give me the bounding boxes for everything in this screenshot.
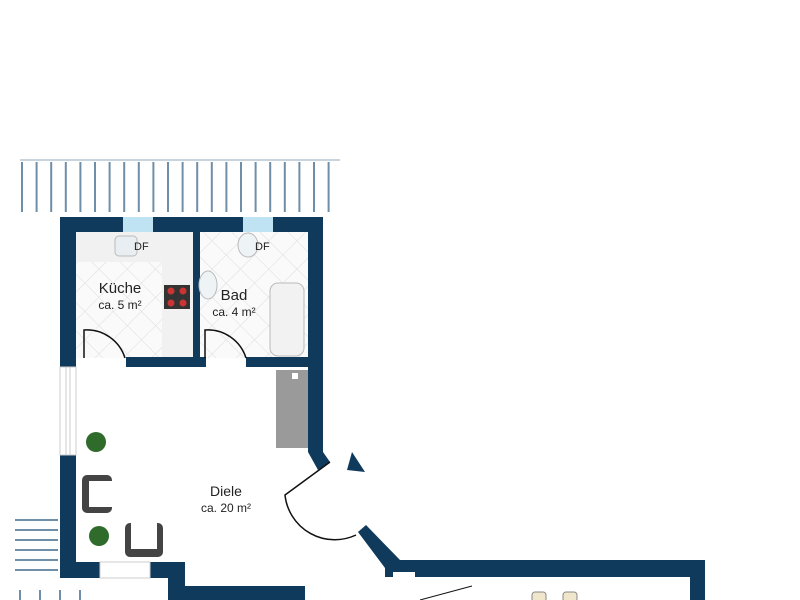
wardrobe [276,370,308,448]
toilet-icon [237,232,259,258]
armchair-icon [82,475,163,557]
chairs [531,591,578,600]
stove-icon [164,285,190,309]
balcony-railing [20,159,340,212]
doors [83,329,357,541]
windows [59,217,415,580]
df-label-bath: DF [255,241,270,253]
room-name-bath: Bad [220,287,248,304]
room-area-kitchen: ca. 5 m² [98,298,142,312]
kitchen-sink [114,235,138,257]
stairs [15,519,81,600]
entrance-arrow-icon [347,452,365,472]
room-area-hall: ca. 20 m² [200,501,252,515]
plant-icon [86,432,109,546]
washbasin-icon [198,270,218,300]
df-label-kitchen: DF [134,241,149,253]
room-area-bath: ca. 4 m² [212,305,256,319]
room-name-hall: Diele [210,483,242,499]
kitchen-floor [76,262,162,358]
room-name-kitchen: Küche [98,280,142,297]
bathtub-icon [269,282,305,357]
